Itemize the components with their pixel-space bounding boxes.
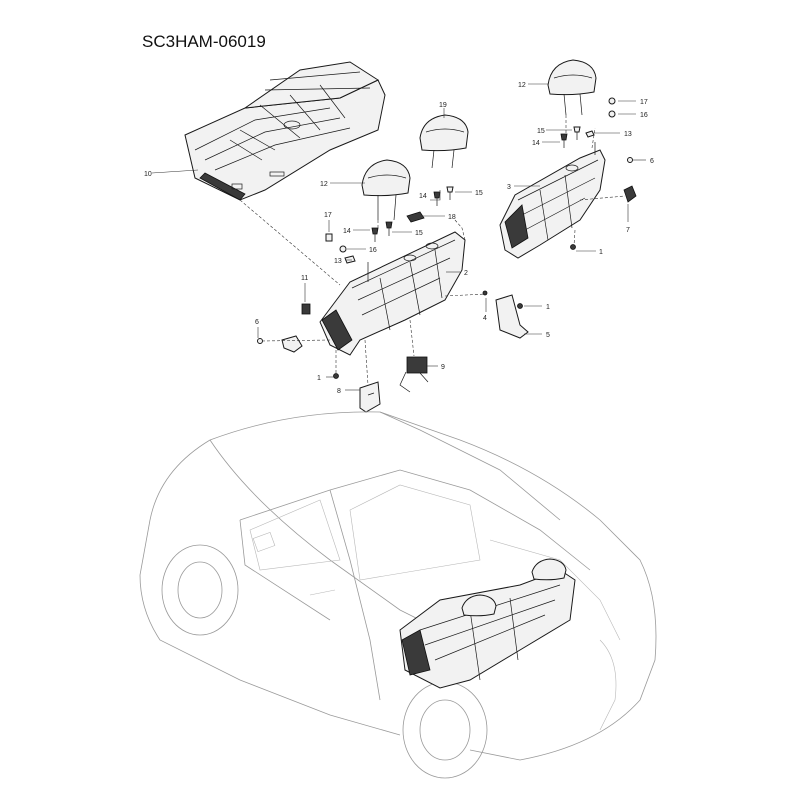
- callout-1-right: 1: [599, 249, 603, 256]
- headrest-center: [419, 114, 469, 169]
- callout-1-left: 1: [317, 375, 321, 382]
- callout-4: 4: [483, 315, 487, 322]
- callout-3: 3: [507, 184, 511, 191]
- callout-16-left: 16: [369, 247, 377, 254]
- callout-5: 5: [546, 332, 550, 339]
- callout-14-left: 14: [343, 228, 351, 235]
- callout-14-mid: 14: [419, 193, 427, 200]
- callout-12-right: 12: [518, 82, 526, 89]
- callout-6-right: 6: [650, 158, 654, 165]
- callout-15-left: 15: [415, 230, 423, 237]
- callout-2: 2: [464, 270, 468, 277]
- small-parts: [257, 97, 637, 413]
- callout-15-mid: 15: [475, 190, 483, 197]
- callout-7: 7: [626, 227, 630, 234]
- leader-lines: [151, 83, 646, 391]
- callout-10: 10: [144, 171, 152, 178]
- callout-13-left: 13: [334, 258, 342, 265]
- callout-labels: 10 19 12 12 17 16 15 13 14 6 3 7 1 15 14…: [144, 82, 654, 395]
- seat-cushion: [184, 61, 386, 201]
- headrest-left: [361, 159, 411, 221]
- callout-17-left: 17: [324, 212, 332, 219]
- headrest-right: [547, 59, 597, 116]
- seat-back-left: [319, 231, 466, 356]
- callout-9: 9: [441, 364, 445, 371]
- callout-15-right: 15: [537, 128, 545, 135]
- callout-17-right: 17: [640, 99, 648, 106]
- seat-back-right: [499, 142, 606, 259]
- callout-8: 8: [337, 388, 341, 395]
- callout-12-left: 12: [320, 181, 328, 188]
- diagram-id: SC3HAM-06019: [142, 32, 266, 51]
- vehicle-outline: [139, 411, 657, 779]
- callout-19: 19: [439, 102, 447, 109]
- callout-13-right: 13: [624, 131, 632, 138]
- callout-14-right: 14: [532, 140, 540, 147]
- callout-11: 11: [301, 275, 308, 282]
- callout-1-mid: 1: [546, 304, 550, 311]
- callout-6-left: 6: [255, 319, 259, 326]
- callout-16-right: 16: [640, 112, 648, 119]
- callout-18: 18: [448, 214, 456, 221]
